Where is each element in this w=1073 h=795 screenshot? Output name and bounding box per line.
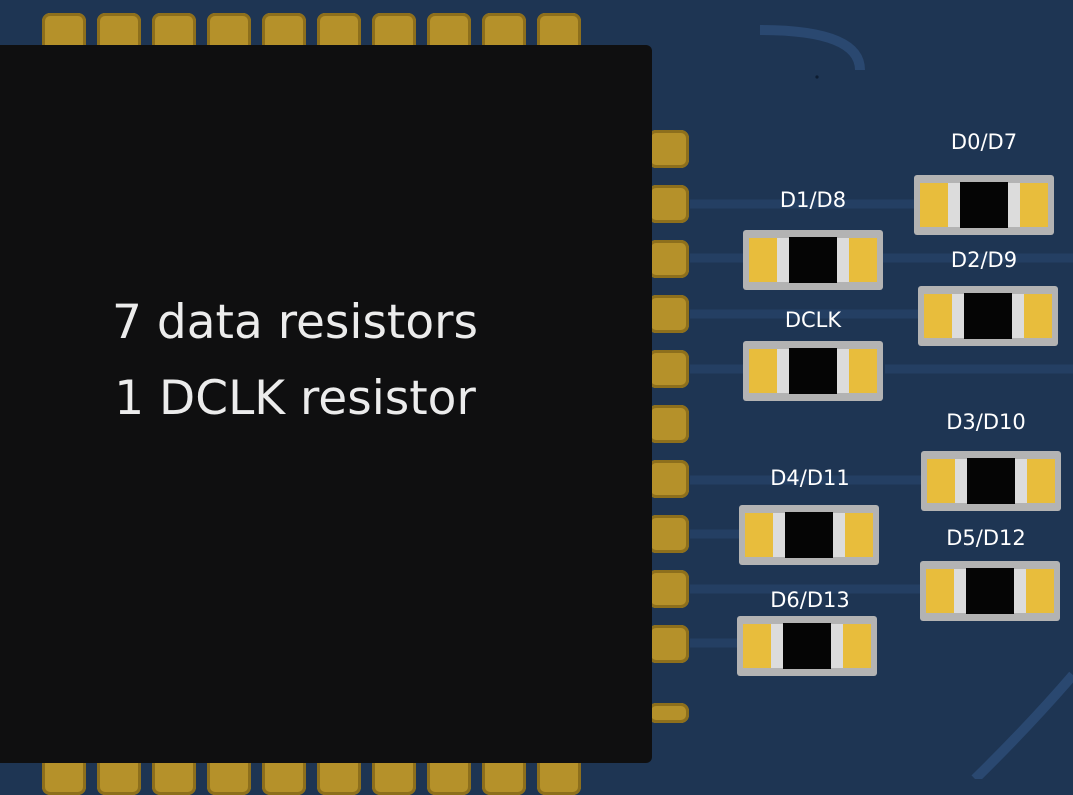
resistor-dclk [743,341,883,401]
resistor-band [771,624,783,668]
ic-pad-right [648,240,689,278]
resistor-body [964,293,1012,339]
resistor-body [960,182,1008,228]
resistor-band [954,569,966,613]
resistor-terminal [849,349,877,393]
resistor-body [789,348,837,394]
resistor-d6-d13 [737,616,877,676]
ic-pad-right [648,625,689,663]
resistor-band [1015,459,1027,503]
resistor-body [785,512,833,558]
resistor-band [948,183,960,227]
ic-pad-right [648,405,689,443]
resistor-d2-d9 [918,286,1058,346]
resistor-band [952,294,964,338]
resistor-label-d2-d9: D2/D9 [950,248,1018,272]
resistor-d3-d10 [921,451,1061,511]
resistor-band [1012,294,1024,338]
resistor-label-d6-d13: D6/D13 [770,588,850,612]
ic-package: 7 data resistors 1 DCLK resistor [0,45,652,763]
resistor-terminal [1024,294,1052,338]
chip-caption: 7 data resistors 1 DCLK resistor [0,285,590,437]
resistor-terminal [743,624,771,668]
resistor-d4-d11 [739,505,879,565]
ic-pad-right [648,295,689,333]
resistor-terminal [843,624,871,668]
pcb-traces [690,25,1073,779]
ic-pad-right [648,460,689,498]
ic-pad-right [648,185,689,223]
resistor-band [773,513,785,557]
resistor-label-d1-d8: D1/D8 [779,188,847,212]
resistor-d0-d7 [914,175,1054,235]
resistor-band [837,349,849,393]
ic-pad-right [648,130,689,168]
resistor-label-d3-d10: D3/D10 [946,410,1026,434]
resistor-label-d0-d7: D0/D7 [950,130,1018,154]
resistor-terminal [749,349,777,393]
resistor-band [837,238,849,282]
resistor-terminal [845,513,873,557]
resistor-body [967,458,1015,504]
resistor-terminal [926,569,954,613]
resistor-terminal [1020,183,1048,227]
resistor-band [777,349,789,393]
resistor-terminal [745,513,773,557]
resistor-band [955,459,967,503]
resistor-terminal [849,238,877,282]
ic-pad-right [648,350,689,388]
caption-line-2: 1 DCLK resistor [114,371,476,426]
resistor-terminal [920,183,948,227]
resistor-body [783,623,831,669]
resistor-band [831,624,843,668]
resistor-terminal [1027,459,1055,503]
resistor-terminal [1026,569,1054,613]
resistor-band [777,238,789,282]
resistor-body [966,568,1014,614]
resistor-band [1014,569,1026,613]
resistor-terminal [749,238,777,282]
resistor-terminal [927,459,955,503]
ic-pad-right [648,515,689,553]
resistor-label-dclk: DCLK [784,308,842,332]
resistor-terminal [924,294,952,338]
resistor-band [833,513,845,557]
resistor-band [1008,183,1020,227]
caption-line-1: 7 data resistors [112,295,478,350]
ic-pad-right [648,703,689,723]
resistor-label-d5-d12: D5/D12 [946,526,1026,550]
resistor-d5-d12 [920,561,1060,621]
resistor-label-d4-d11: D4/D11 [770,466,850,490]
ic-pad-right [648,570,689,608]
resistor-d1-d8 [743,230,883,290]
resistor-body [789,237,837,283]
